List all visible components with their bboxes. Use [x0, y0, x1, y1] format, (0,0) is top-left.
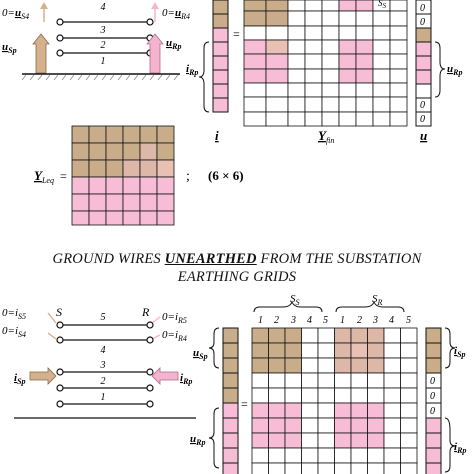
label-yfin: Yfin — [318, 128, 334, 145]
label-yeq: YLeq — [34, 168, 54, 185]
zero-u-1: 0 — [420, 3, 425, 14]
bzero-2: 0 — [430, 391, 435, 402]
col-s4: 4 — [307, 315, 312, 326]
equals-top: = — [233, 27, 240, 41]
caption-part1: GROUND WIRES — [52, 251, 165, 267]
arrow-urp — [146, 33, 164, 74]
wire-3-label: 3 — [100, 25, 106, 36]
semicolon: ; — [186, 169, 190, 184]
arrow-isp — [29, 367, 57, 385]
arrow-usp — [32, 33, 50, 74]
bwire-4-label: 4 — [101, 345, 106, 356]
section-caption: GROUND WIRES UNEARTHED FROM THE SUBSTATI… — [0, 250, 474, 286]
label-ir4: 0=iR4 — [162, 329, 187, 343]
top-matrix-equation: iRp = — [186, 0, 462, 145]
col-s3: 3 — [290, 315, 296, 326]
label-u: u — [420, 128, 427, 143]
wire-4-label: 4 — [101, 2, 106, 13]
zero-u-3: 0 — [420, 100, 425, 111]
label-isp: iSp — [14, 372, 26, 386]
group-sr: SR — [372, 293, 383, 307]
node-s: S — [56, 305, 62, 319]
vector-u — [415, 0, 432, 127]
col-r5: 5 — [406, 315, 411, 326]
label-irp-b: iRp — [180, 372, 192, 386]
yeq-equation: YLeq = ; (6 × 6) — [34, 125, 244, 226]
label-irp-right: iRp — [454, 441, 466, 455]
zero-u-2: 0 — [420, 17, 425, 28]
bvector-i — [425, 327, 442, 474]
label-is5: 0=iS5 — [2, 307, 26, 321]
bzero-1: 0 — [430, 376, 435, 387]
matrix-dims: (6 × 6) — [208, 168, 244, 183]
label-isp-right: iSp — [454, 345, 466, 359]
zero-u-4: 0 — [420, 114, 425, 125]
bvector-u — [222, 327, 239, 474]
label-ir5: 0=iR5 — [162, 311, 187, 325]
matrix-yfin — [243, 0, 408, 127]
label-irp: iRp — [186, 63, 198, 77]
bottom-matrix-equation: SS SR 1 2 3 4 5 1 2 3 4 5 uSp uRp = — [190, 293, 466, 474]
label-urp-b: uRp — [190, 433, 205, 447]
col-r2: 2 — [357, 315, 362, 326]
caption-part2: FROM THE SUBSTATION — [256, 251, 422, 267]
label-is4: 0=iS4 — [2, 325, 26, 339]
arrow-irp — [151, 367, 179, 385]
col-s5: 5 — [323, 315, 328, 326]
bwire-5-label: 5 — [101, 312, 106, 323]
caption-emph: UNEARTHED — [164, 251, 257, 267]
caption-line2: EARTHING GRIDS — [177, 269, 297, 285]
col-s2: 2 — [274, 315, 279, 326]
top-circuit: 0=uS4 0=uR4 4 3 2 1 uSp uRp — [2, 2, 190, 81]
label-us4: 0=uS4 — [2, 7, 29, 21]
label-usp-b: uSp — [193, 347, 208, 361]
wire-2-label: 2 — [101, 40, 106, 51]
vector-i — [212, 0, 229, 113]
col-r3: 3 — [372, 315, 378, 326]
bmatrix — [251, 327, 418, 474]
col-s1: 1 — [258, 315, 263, 326]
label-ur4: 0=uR4 — [162, 7, 190, 21]
col-r4: 4 — [389, 315, 394, 326]
equals-bottom: = — [241, 397, 248, 411]
matrix-yeq — [71, 125, 175, 226]
bzero-3: 0 — [430, 406, 435, 417]
bottom-circuit: 0=iS5 0=iS4 0=iR5 0=iR4 S R 5 4 3 2 1 — [2, 305, 196, 419]
label-urp-right: uRp — [447, 63, 462, 77]
label-urp: uRp — [166, 37, 181, 51]
group-ss: SS — [290, 293, 300, 307]
bwire-2-label: 2 — [101, 376, 106, 387]
label-i: i — [215, 128, 219, 143]
bwire-1-label: 1 — [101, 392, 106, 403]
bwire-3-label: 3 — [100, 360, 106, 371]
col-r1: 1 — [340, 315, 345, 326]
bottom-diagram: 0=iS5 0=iS4 0=iR5 0=iR4 S R 5 4 3 2 1 — [2, 293, 466, 474]
equals-yeq: = — [60, 169, 67, 183]
label-ss-top: SS — [378, 0, 387, 10]
node-r: R — [141, 305, 150, 319]
wire-1-label: 1 — [101, 56, 106, 67]
label-usp: uSp — [2, 41, 17, 55]
